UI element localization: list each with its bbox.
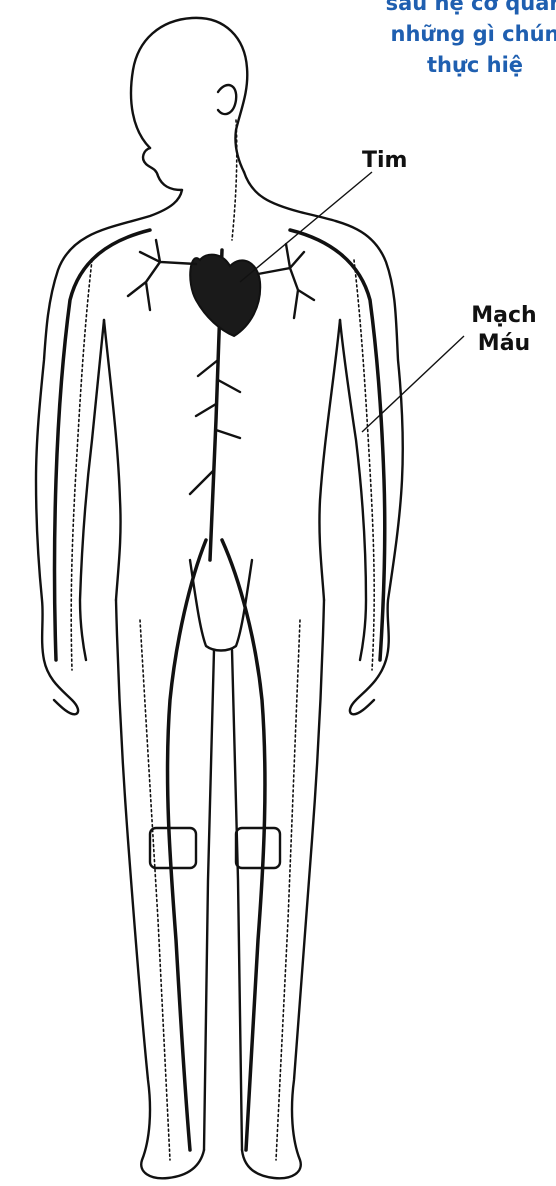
left-leg-outer xyxy=(116,600,204,1178)
left-torso-side xyxy=(104,320,121,600)
heart-label: Tim xyxy=(362,147,407,175)
right-leg-outer xyxy=(242,600,324,1178)
blood-vessels-label-line-2: Máu xyxy=(464,330,544,358)
blood-vessels-label: Mạch Máu xyxy=(464,302,544,358)
heart-shape xyxy=(190,255,260,336)
left-leg-artery xyxy=(168,540,206,1150)
right-knee-outline xyxy=(236,828,280,868)
right-inner-arm xyxy=(340,320,366,660)
left-leg-inner xyxy=(204,650,214,1150)
left-leg-dotted-vessel xyxy=(140,620,170,1160)
left-inner-arm xyxy=(80,320,104,660)
left-lung-vessels xyxy=(128,240,196,310)
left-arm-vessel xyxy=(55,230,151,660)
right-torso-side xyxy=(319,320,340,600)
right-leg-inner xyxy=(232,650,242,1150)
groin-outline xyxy=(190,560,252,651)
right-leg-dotted-vessel xyxy=(276,620,300,1160)
right-lung-vessels xyxy=(258,244,314,318)
right-leg-artery xyxy=(222,540,265,1150)
face-profile xyxy=(143,148,182,190)
ear xyxy=(218,85,236,114)
left-knee-outline xyxy=(150,828,196,868)
blood-vessels-label-line-1: Mạch xyxy=(464,302,544,330)
heart-label-text: Tim xyxy=(362,148,407,173)
